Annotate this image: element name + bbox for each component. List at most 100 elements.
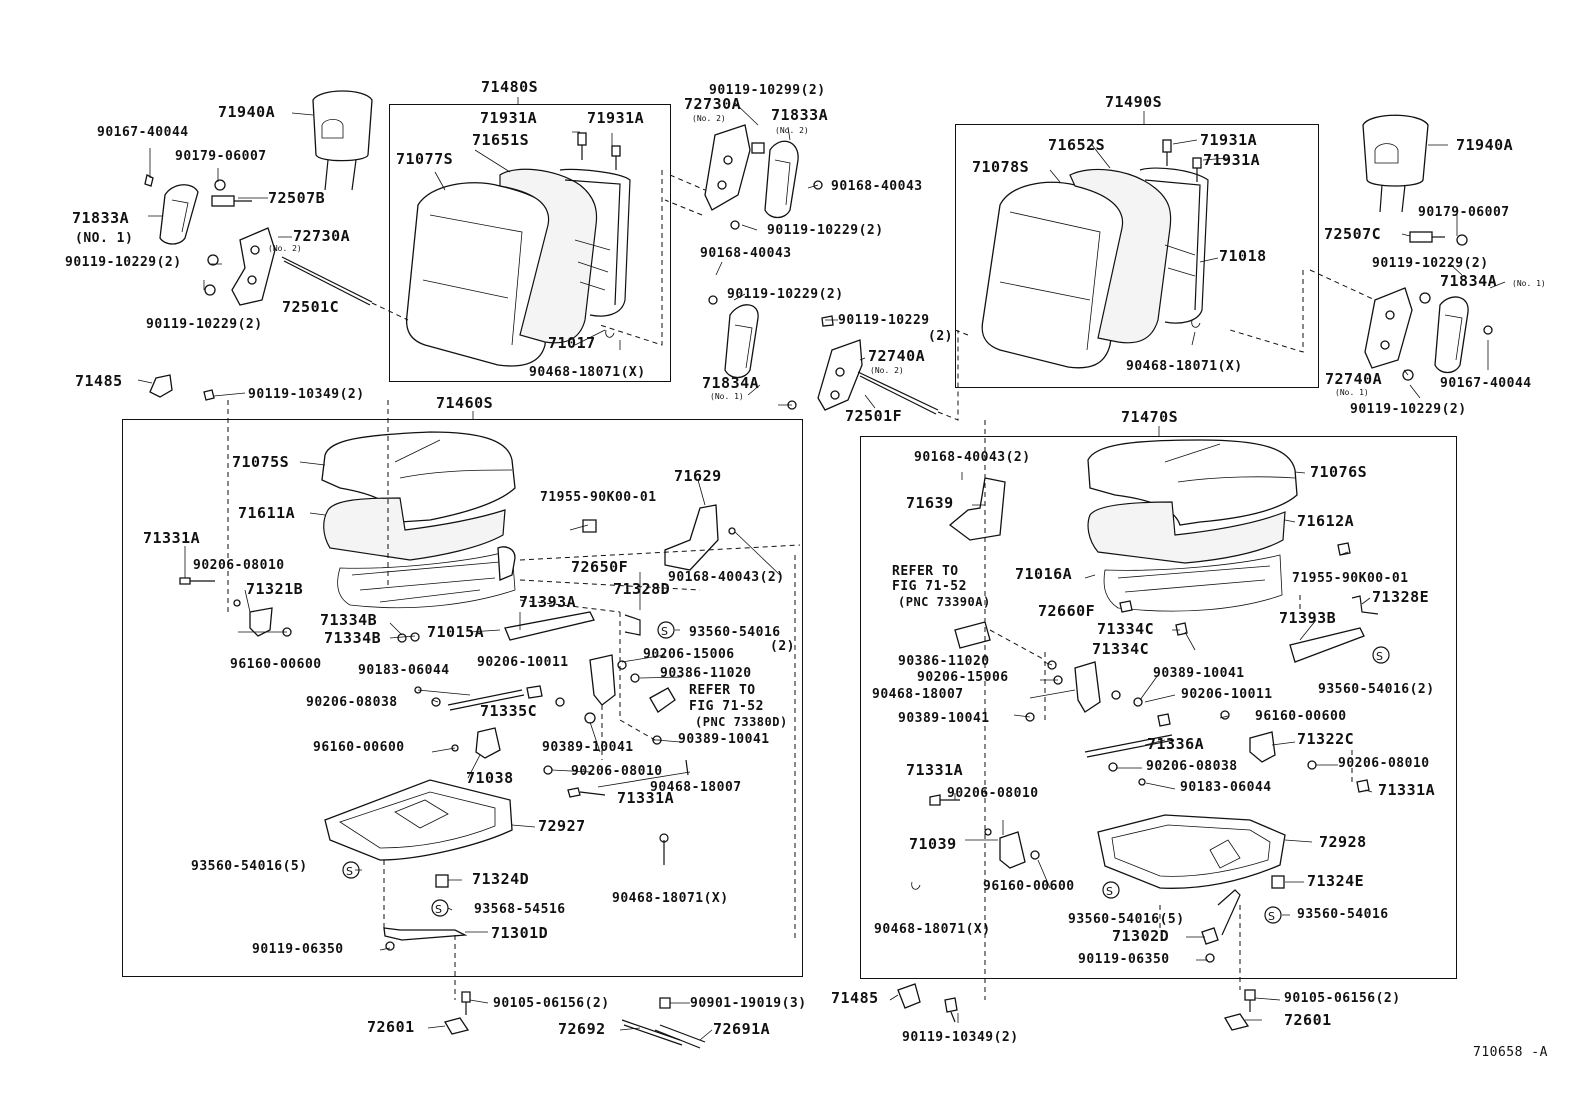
part-label: 71940A — [218, 103, 276, 121]
part-label: 90901-19019(3) — [690, 996, 807, 1011]
part-label: 90206-15006 — [917, 670, 1009, 685]
small-note: (No. 2) — [870, 366, 904, 375]
box-cushion-right — [122, 419, 803, 977]
part-label: (PNC 73380D) — [695, 715, 788, 729]
part-label: 90167-40044 — [1440, 376, 1532, 391]
part-label: 71301D — [491, 924, 549, 942]
svg-text:S: S — [1106, 885, 1113, 898]
part-label: 90119-10229(2) — [727, 287, 844, 302]
part-label: 72501C — [282, 298, 340, 316]
part-label: 72740A — [868, 347, 926, 365]
part-label: 71639 — [906, 494, 954, 512]
part-label: 90119-10229 — [838, 313, 930, 328]
part-label: 93560-54016(5) — [1068, 912, 1185, 927]
part-label: 71017 — [548, 334, 596, 352]
part-label: 71331A — [617, 789, 675, 807]
part-label: 90389-10041 — [542, 740, 634, 755]
part-label: 90389-10041 — [1153, 666, 1245, 681]
part-label: 71331A — [906, 761, 964, 779]
part-label: 71331A — [1378, 781, 1436, 799]
part-label: 90206-15006 — [643, 647, 735, 662]
svg-text:S: S — [346, 865, 353, 878]
part-label: 71834A — [702, 374, 760, 392]
small-note: (No. 2) — [692, 114, 726, 123]
part-label: 93560-54016 — [689, 625, 781, 640]
part-label: 93560-54016 — [1297, 907, 1389, 922]
part-label: 90119-10349(2) — [248, 387, 365, 402]
part-label: 90468-18071(X) — [874, 922, 991, 937]
part-label: 90468-18007 — [872, 687, 964, 702]
part-label: 90167-40044 — [97, 125, 189, 140]
part-label: 71038 — [466, 769, 514, 787]
part-label: 90386-11020 — [660, 666, 752, 681]
part-label: 90468-18007 — [650, 780, 742, 795]
part-label: 71834A — [1440, 272, 1498, 290]
cushion-right-artwork: S S S — [179, 400, 801, 1000]
part-label: 71018 — [1219, 247, 1267, 265]
part-label: 72730A — [293, 227, 351, 245]
part-label: 71334C — [1092, 640, 1150, 658]
part-label: 96160-00600 — [1255, 709, 1347, 724]
box-cushion-left — [860, 436, 1457, 979]
part-label: 90179-06007 — [175, 149, 267, 164]
svg-text:S: S — [661, 625, 668, 638]
cushion-left-artwork: S S S — [911, 420, 1390, 1000]
part-label: 71336A — [1147, 735, 1205, 753]
part-label: 90183-06044 — [1180, 780, 1272, 795]
part-label: 90119-10229(2) — [146, 317, 263, 332]
part-label: 71931A — [587, 109, 645, 127]
part-label: 90389-10041 — [678, 732, 770, 747]
part-label: 72601 — [367, 1018, 415, 1036]
part-label: (PNC 73390A) — [898, 595, 991, 609]
seat-back-right-artwork — [405, 132, 663, 367]
svg-text:S: S — [435, 903, 442, 916]
group-label-cushion-right: 71460S — [436, 394, 494, 412]
part-label: 90386-11020 — [898, 654, 990, 669]
part-label: 72507C — [1324, 225, 1382, 243]
part-label: 71075S — [232, 453, 290, 471]
part-label: 90119-10229(2) — [1372, 256, 1489, 271]
part-label: 71485 — [75, 372, 123, 390]
bottom-parts-left — [897, 983, 1256, 1031]
part-label: 90105-06156(2) — [1284, 991, 1401, 1006]
headrest-right — [312, 90, 373, 191]
part-label: 72730A — [684, 95, 742, 113]
part-label: 71833A — [771, 106, 829, 124]
part-label: 90119-06350 — [252, 942, 344, 957]
part-label: FIG 71-52 — [689, 699, 764, 714]
part-label: 71331A — [143, 529, 201, 547]
part-label: 90168-40043(2) — [668, 570, 785, 585]
part-label: 90119-10299(2) — [709, 83, 826, 98]
part-label: 71334B — [324, 629, 382, 647]
part-label: 93568-54516 — [474, 902, 566, 917]
part-label: 71955-90K00-01 — [1292, 571, 1409, 586]
box-seat-back-right — [389, 104, 671, 382]
group-label-cushion-left: 71470S — [1121, 408, 1179, 426]
part-label: 71629 — [674, 467, 722, 485]
part-label: 71651S — [472, 131, 530, 149]
part-label: 90183-06044 — [358, 663, 450, 678]
part-label: 71393A — [519, 593, 577, 611]
part-label: 71016A — [1015, 565, 1073, 583]
part-label: 90206-08010 — [1338, 756, 1430, 771]
part-label: 71334B — [320, 611, 378, 629]
part-label: FIG 71-52 — [892, 579, 967, 594]
part-label: 71611A — [238, 504, 296, 522]
part-label: 90206-08010 — [947, 786, 1039, 801]
part-label: (NO. 1) — [75, 231, 134, 246]
part-label: 71612A — [1297, 512, 1355, 530]
part-label: 71940A — [1456, 136, 1514, 154]
part-label: 90206-10011 — [477, 655, 569, 670]
part-label: 90168-40043 — [700, 246, 792, 261]
part-label: 90389-10041 — [898, 711, 990, 726]
small-note: (No. 1) — [710, 392, 744, 401]
part-label: 71652S — [1048, 136, 1106, 154]
svg-text:S: S — [1268, 910, 1275, 923]
part-label: 71334C — [1097, 620, 1155, 638]
part-label: REFER TO — [689, 683, 756, 698]
part-label: 71931A — [1203, 151, 1261, 169]
part-label: 72692 — [558, 1020, 606, 1038]
part-label: 90206-10011 — [1181, 687, 1273, 702]
part-label: (2) — [770, 639, 795, 654]
part-label: 72601 — [1284, 1011, 1332, 1029]
